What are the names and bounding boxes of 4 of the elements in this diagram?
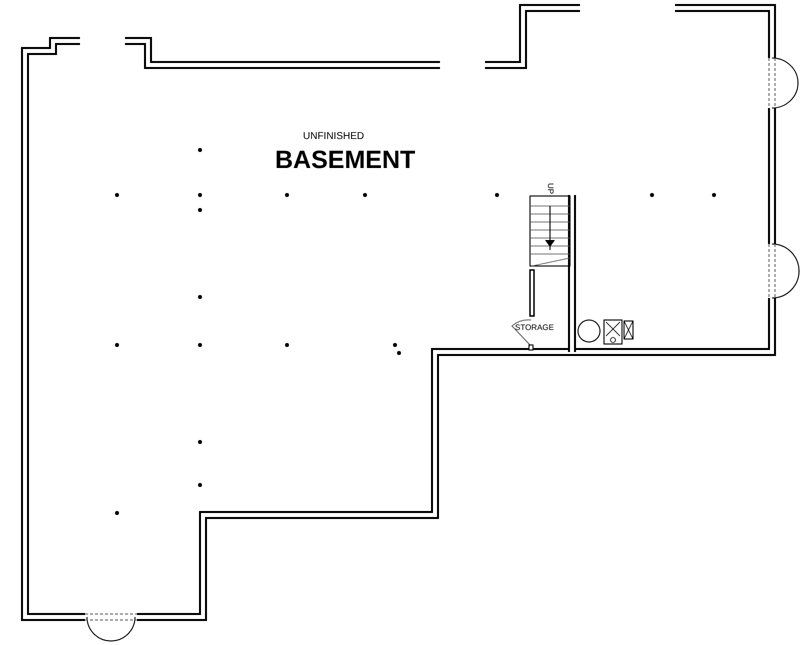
stair-direction-text: UP [546, 183, 554, 194]
room-name: STORAGE [515, 324, 554, 332]
room-name: BASEMENT [275, 148, 416, 173]
room-subtitle: UNFINISHED [303, 132, 364, 142]
